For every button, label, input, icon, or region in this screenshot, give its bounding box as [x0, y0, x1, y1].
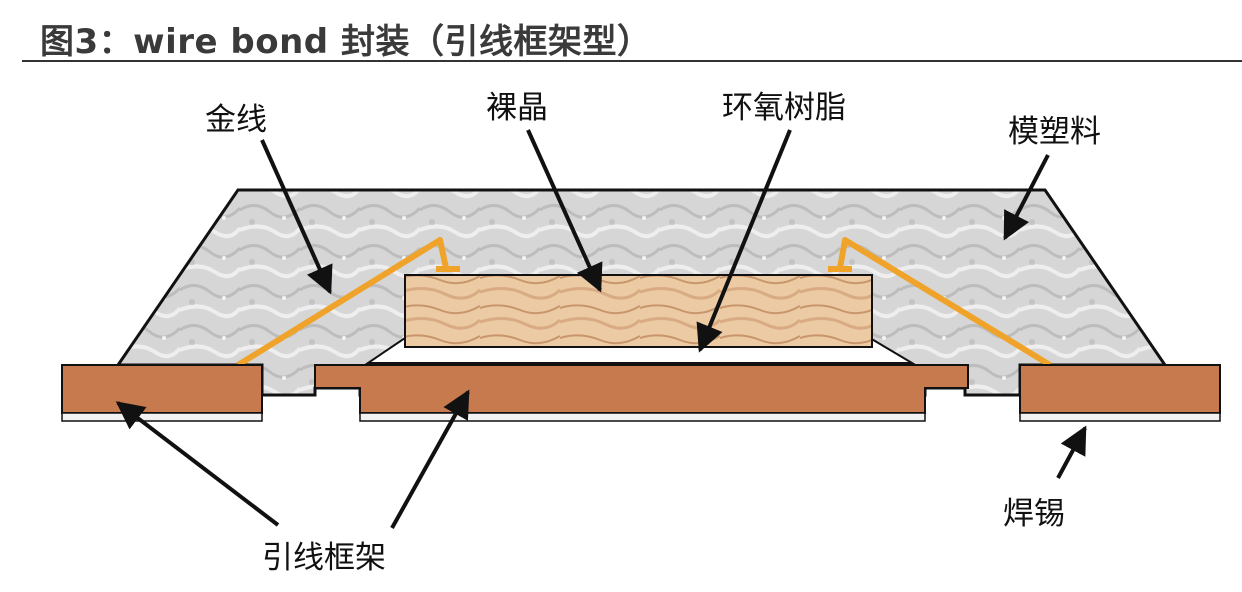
gold-wire-right	[828, 237, 1052, 368]
label-solder: 焊锡	[1003, 496, 1065, 532]
gold-wire-left	[236, 237, 460, 368]
label-mold-compound: 模塑料	[1008, 114, 1101, 150]
label-epoxy: 环氧树脂	[722, 90, 846, 126]
lead-frame-right	[1019, 364, 1221, 414]
die	[404, 274, 873, 348]
arrow-solder	[1056, 425, 1087, 479]
arrow-gold-wire	[260, 139, 333, 295]
label-gold-wire: 金线	[205, 102, 267, 138]
figure-title: 图3：wire bond 封装（引线框架型）	[40, 22, 652, 62]
arrow-mold-compound	[1003, 154, 1050, 241]
arrow-epoxy	[696, 129, 792, 353]
arrow-die	[526, 129, 603, 293]
label-die: 裸晶	[486, 90, 548, 126]
arrow-lead-frame-center	[390, 389, 470, 529]
label-lead-frame: 引线框架	[262, 540, 386, 576]
lead-frame-center-paddle	[314, 364, 969, 414]
lead-frame-left	[61, 364, 263, 414]
arrow-lead-frame-left	[115, 401, 280, 527]
solder-right	[1019, 412, 1221, 422]
title-divider	[22, 60, 1242, 62]
solder-center	[359, 412, 926, 422]
solder-left	[61, 412, 263, 422]
